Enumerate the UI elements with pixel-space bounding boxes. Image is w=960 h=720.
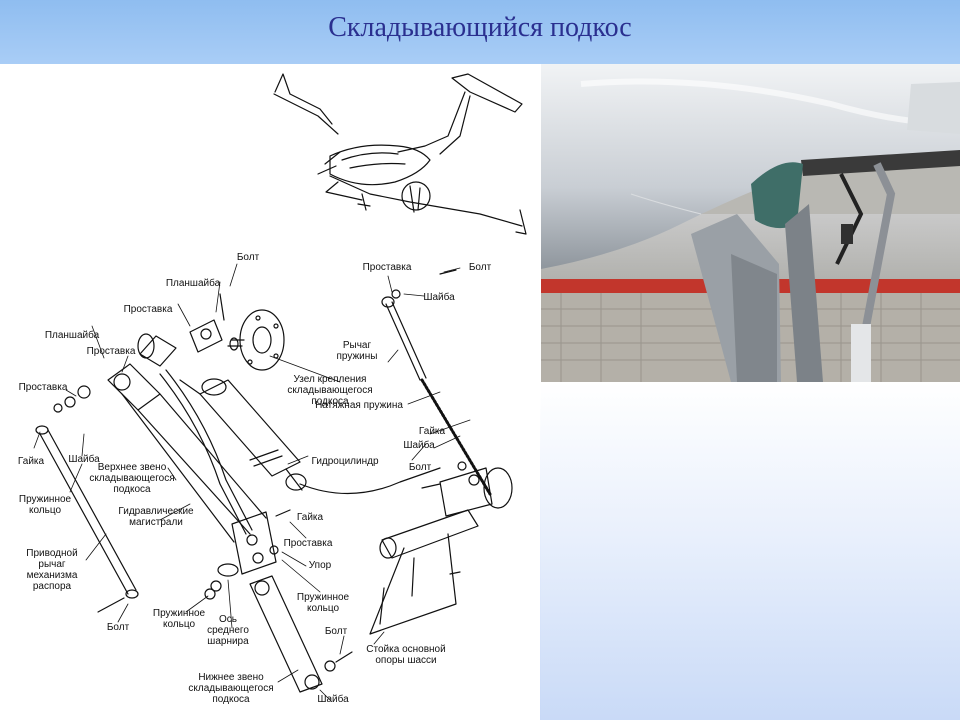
label-strut-mount: Узел крепления складывающегося подкоса [287, 374, 373, 407]
label-bolt-top: Болт [236, 252, 260, 263]
label-prostavka-top-right: Проставка [362, 262, 412, 273]
label-spring-ring-bottom: Пружинное кольцо [152, 608, 206, 630]
label-bolt-bottom: Болт [324, 626, 348, 637]
label-gaika-mid: Гайка [296, 512, 324, 523]
strut-mount-flange [227, 309, 285, 371]
label-gaika-left: Гайка [17, 456, 45, 467]
upper-link [53, 293, 267, 543]
title-bar: Складывающийся подкос [0, 0, 960, 64]
photo-illustration [541, 64, 960, 382]
label-bolt-right: Болт [408, 462, 432, 473]
label-lower-link: Нижнее звено складывающегося подкоса [188, 672, 274, 705]
leader-lines [33, 263, 471, 701]
label-shaiba-bottom: Шайба [317, 694, 349, 705]
gear-fitting [421, 461, 513, 517]
label-spring-lever: Рычаг пружины [336, 340, 378, 362]
airplane-sketch [273, 73, 527, 235]
main-gear-strut-drawing [369, 509, 479, 635]
label-planshaiba-top: Планшайба [165, 278, 221, 289]
technical-diagram: Болт Планшайба Проставка Планшайба Прост… [0, 64, 540, 720]
middle-hinge [204, 509, 291, 600]
label-shaiba-right-mid: Шайба [403, 440, 435, 451]
label-gaika-right: Гайка [418, 426, 446, 437]
hydraulic-lines-drawing [159, 369, 253, 535]
slide-title: Складывающийся подкос [328, 12, 632, 43]
label-stop: Упор [308, 560, 332, 571]
label-upper-link: Верхнее звено складывающегося подкоса [89, 462, 175, 495]
drive-lever-rod [35, 425, 139, 613]
label-shaiba-left: Шайба [68, 454, 100, 465]
label-tension-spring: Натяжная пружина [315, 400, 403, 411]
label-bolt-bottom-left: Болт [106, 622, 130, 633]
label-planshaiba-left: Планшайба [44, 330, 100, 341]
label-middle-hinge-axis: Ось среднего шарнира [207, 614, 249, 647]
lower-link [249, 575, 353, 693]
label-prostavka-2: Проставка [86, 346, 136, 357]
label-hydraulic-cylinder: Гидроцилиндр [311, 456, 379, 467]
label-prostavka-3: Проставка [18, 382, 68, 393]
landing-gear-photo [541, 64, 960, 382]
label-spring-ring-left: Пружинное кольцо [18, 494, 72, 516]
label-bolt-top-right: Болт [468, 262, 492, 273]
empty-panel [541, 382, 960, 720]
label-shaiba-top-right: Шайба [423, 292, 455, 303]
label-prostavka-1: Проставка [123, 304, 173, 315]
diagram-drawing [33, 73, 527, 701]
label-drive-lever: Приводной рычаг механизма распора [26, 548, 78, 592]
label-hydraulic-lines: Гидравлические магистрали [118, 506, 194, 528]
tension-spring-drawing [381, 269, 492, 496]
hydraulic-cylinder-drawing [179, 378, 441, 495]
label-prostavka-mid: Проставка [283, 538, 333, 549]
label-spring-ring-right: Пружинное кольцо [296, 592, 350, 614]
label-main-gear-strut: Стойка основной опоры шасси [366, 644, 446, 666]
